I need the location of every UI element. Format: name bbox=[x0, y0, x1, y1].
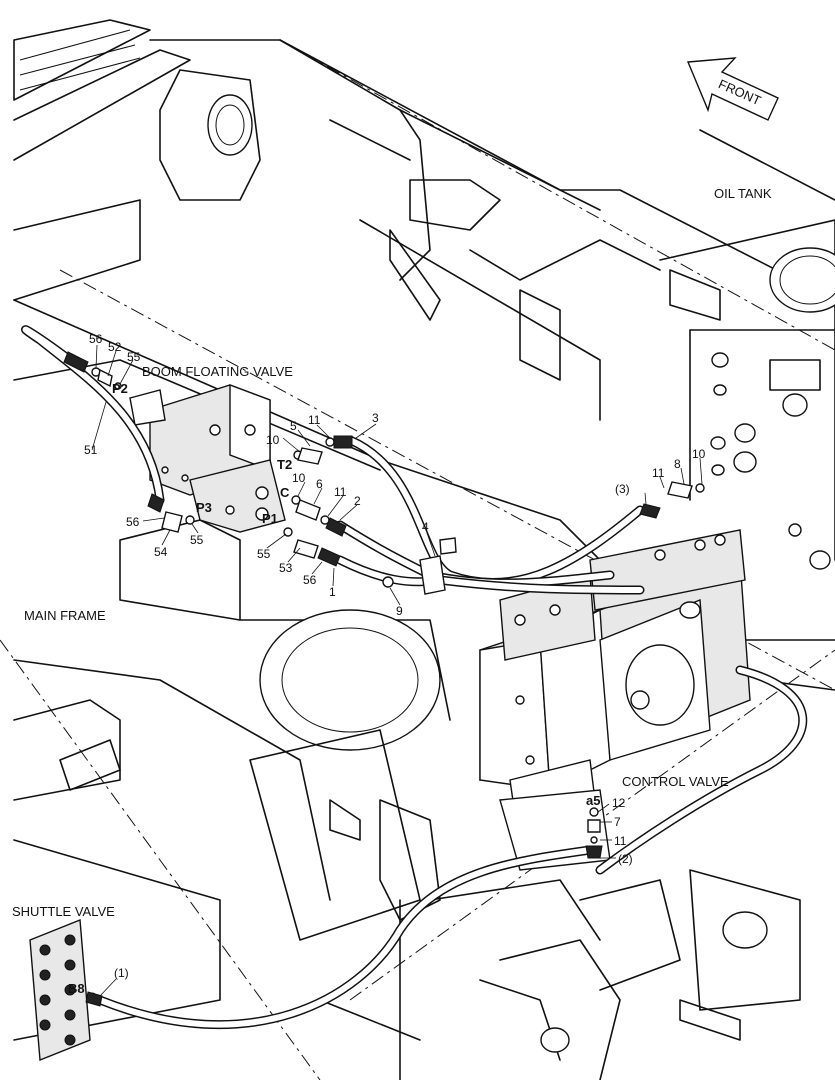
upper-frame bbox=[13, 19, 835, 601]
callout-11: 11 bbox=[334, 485, 347, 499]
callout-10: 10 bbox=[266, 433, 280, 447]
callout-1-paren: (1) bbox=[114, 966, 129, 980]
shuttle-valve-label: SHUTTLE VALVE bbox=[12, 904, 115, 919]
text-labels: FRONT OIL TANK BOOM FLOATING VALVE MAIN … bbox=[12, 76, 772, 996]
oil-tank bbox=[659, 219, 835, 570]
callout-8: 8 bbox=[674, 457, 681, 471]
port-b8: B8 bbox=[68, 981, 85, 996]
callout-4: 4 bbox=[422, 520, 429, 534]
callout-56: 56 bbox=[89, 332, 103, 346]
shuttle-valve-body bbox=[29, 918, 98, 1062]
callout-2-paren: (2) bbox=[618, 852, 633, 866]
callout-1: 1 bbox=[329, 585, 336, 599]
callout-55: 55 bbox=[190, 533, 204, 547]
control-valve-label: CONTROL VALVE bbox=[622, 774, 729, 789]
boom-floating-valve-body bbox=[129, 383, 286, 533]
callout-11: 11 bbox=[614, 834, 627, 848]
main-frame bbox=[13, 519, 835, 1080]
callout-12: 12 bbox=[612, 796, 626, 810]
callout-10: 10 bbox=[692, 447, 706, 461]
leader-lines bbox=[91, 344, 703, 997]
callout-3: 3 bbox=[372, 411, 379, 425]
port-c: C bbox=[280, 485, 290, 500]
boom-floating-valve-label: BOOM FLOATING VALVE bbox=[142, 364, 293, 379]
callout-9: 9 bbox=[396, 604, 403, 618]
port-t2: T2 bbox=[277, 457, 292, 472]
callout-3-paren: (3) bbox=[615, 482, 630, 496]
callout-52: 52 bbox=[108, 340, 122, 354]
callout-56: 56 bbox=[126, 515, 140, 529]
front-arrow bbox=[686, 57, 779, 121]
port-p2: P2 bbox=[112, 381, 128, 396]
callout-53: 53 bbox=[279, 561, 293, 575]
control-valve-body bbox=[479, 529, 751, 871]
callout-6: 6 bbox=[316, 477, 323, 491]
callout-10: 10 bbox=[292, 471, 306, 485]
callout-55: 55 bbox=[127, 350, 141, 364]
port-p3: P3 bbox=[196, 500, 212, 515]
port-p1: P1 bbox=[262, 511, 278, 526]
callout-7: 7 bbox=[614, 815, 621, 829]
callout-56: 56 bbox=[303, 573, 317, 587]
callout-54: 54 bbox=[154, 545, 168, 559]
callout-11: 11 bbox=[308, 413, 321, 427]
callout-11: 11 bbox=[652, 466, 665, 480]
callout-5: 5 bbox=[290, 419, 297, 433]
oil-tank-label: OIL TANK bbox=[714, 186, 772, 201]
callout-51: 51 bbox=[84, 443, 98, 457]
main-frame-label: MAIN FRAME bbox=[24, 608, 106, 623]
callout-55: 55 bbox=[257, 547, 271, 561]
port-a5: a5 bbox=[586, 793, 600, 808]
callout-2: 2 bbox=[354, 494, 361, 508]
